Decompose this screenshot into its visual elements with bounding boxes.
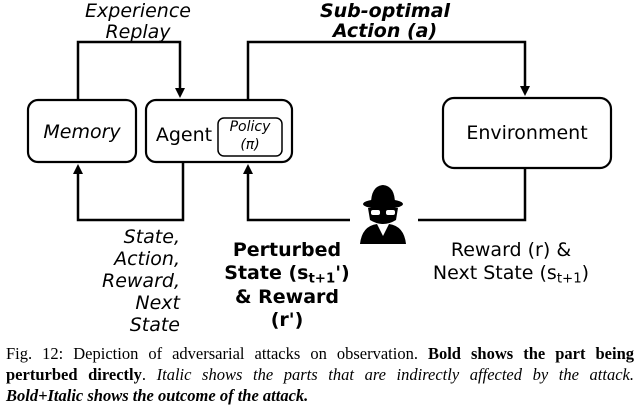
caption-bold: Bold shows the part being perturbed dire… (6, 344, 634, 384)
figure-caption: Fig. 12: Depiction of adversarial attack… (6, 343, 634, 406)
experience-replay-label-line2: Replay (105, 21, 171, 43)
agent-label: Agent (155, 124, 213, 146)
sub-optimal-label-line1: Sub-optimal (319, 0, 451, 22)
caption-mid: . (141, 365, 157, 384)
memory-feedback-line: State, (123, 226, 180, 248)
sub-optimal-label-line2: Action (a) (332, 20, 438, 42)
environment-label: Environment (466, 122, 588, 144)
caption-bold-italic: Bold+Italic shows the outcome of the att… (6, 386, 308, 405)
policy-box (217, 117, 283, 157)
reward-state-line (418, 168, 527, 222)
caption-bold-italic-text: Bold+Italic shows the outcome of the att… (6, 386, 309, 405)
policy-label-line1: Policy (229, 119, 271, 135)
memory-feedback-arrow (73, 162, 185, 222)
policy-label-line2: (π) (240, 137, 260, 153)
reward-label-line1: Reward (r) & (450, 239, 572, 261)
environment-box (441, 96, 613, 170)
perturbed-arrow (243, 164, 350, 222)
next-state-close: ) (581, 262, 590, 284)
next-state-text: Next State (s (432, 262, 557, 284)
caption-prefix: Fig. 12: Depiction of adversarial attack… (6, 344, 428, 363)
perturbed-state-prime: ') (335, 262, 350, 284)
memory-feedback-line: State (129, 314, 180, 336)
perturbed-label-line2: State (st+1') (210, 262, 364, 286)
memory-label: Memory (43, 121, 121, 143)
memory-feedback-label: State, Action, Reward, Next State (78, 226, 180, 336)
memory-box (26, 98, 138, 164)
action-arrow (246, 40, 530, 100)
hacker-icon (360, 185, 406, 244)
experience-replay-arrow (76, 40, 185, 100)
perturbed-label-line3: & Reward (234, 286, 340, 308)
perturbed-state-subscript: t+1 (308, 271, 336, 287)
perturbed-label-line4: (r') (270, 309, 304, 331)
experience-replay-label-line1: Experience (85, 0, 191, 22)
memory-feedback-line: Next (135, 292, 180, 314)
memory-feedback-line: Action, (114, 248, 180, 270)
perturbed-label-line1: Perturbed (232, 239, 342, 261)
reward-label-line2: Next State (st+1) (416, 262, 606, 286)
caption-italic: Italic shows the parts that are indirect… (156, 365, 634, 384)
memory-feedback-line: Reward, (102, 270, 180, 292)
perturbed-state-text: State (s (224, 262, 309, 284)
next-state-subscript: t+1 (556, 271, 582, 287)
